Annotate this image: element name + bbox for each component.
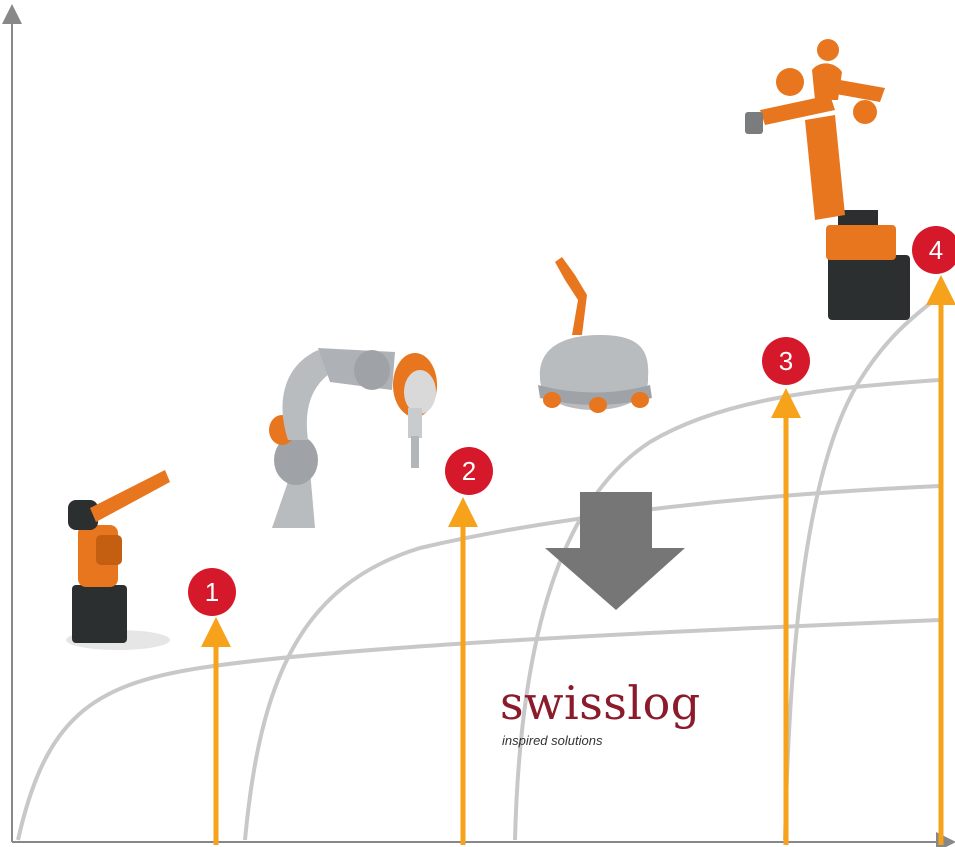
s-curve-4: [783, 290, 947, 841]
marker-3: 3: [762, 337, 810, 385]
marker-4: 4: [912, 226, 955, 274]
marker-1-label: 1: [205, 577, 219, 607]
industrial-robot-small-icon: [66, 470, 170, 650]
marker-1: 1: [188, 568, 236, 616]
marker-2: 2: [445, 447, 493, 495]
lightweight-robot-icon: [269, 348, 437, 528]
swisslog-logo: swisslog: [500, 676, 701, 730]
marker-2-label: 2: [462, 456, 476, 486]
s-curve-3: [513, 378, 941, 841]
logo-tagline: inspired solutions: [502, 733, 603, 748]
industrial-robot-large-icon: [745, 39, 910, 320]
marker-4-label: 4: [929, 235, 943, 265]
down-arrow-icon: [545, 492, 685, 610]
marker-3-label: 3: [779, 346, 793, 376]
mobile-robot-icon: [538, 257, 652, 413]
s-curve-1: [16, 618, 941, 841]
s-curve-2: [243, 484, 941, 841]
